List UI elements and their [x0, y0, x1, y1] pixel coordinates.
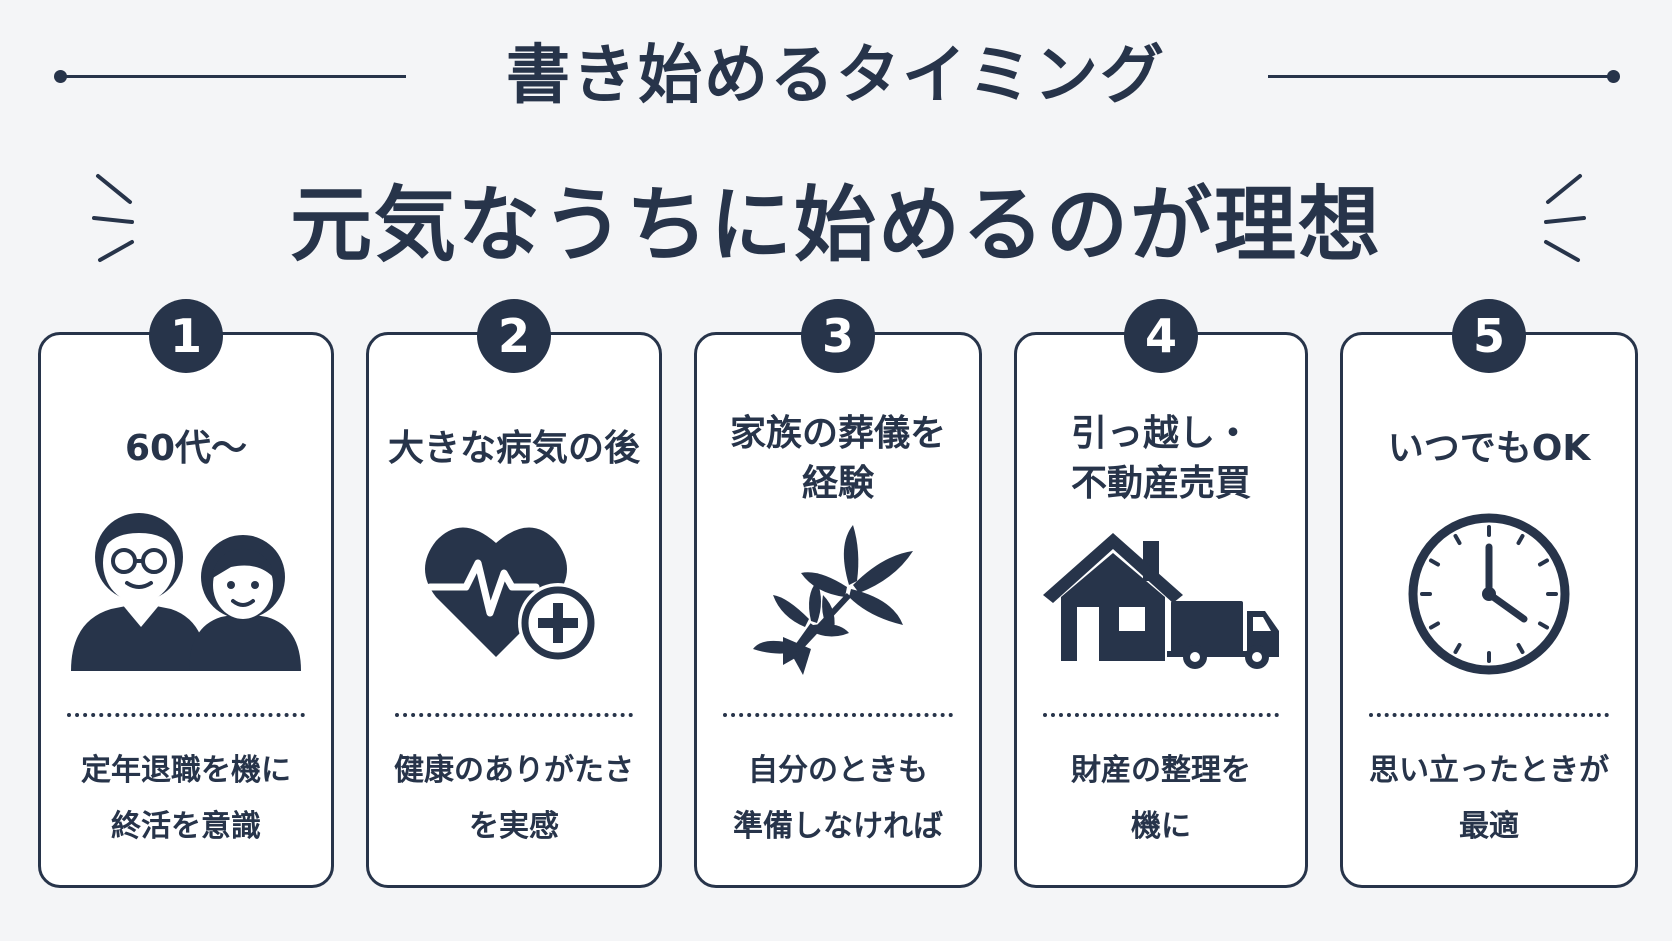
card-title: 60代〜 — [124, 428, 248, 469]
timing-card-5: 5 いつでもOK 思い立ったときが 最適 — [1340, 299, 1638, 888]
card-title: いつでもOK — [1387, 428, 1591, 469]
emphasis-lines-right-icon — [1544, 174, 1586, 262]
card-number-badge: 1 — [149, 299, 223, 373]
card-divider — [67, 713, 305, 717]
header-row: 書き始めるタイミング — [0, 28, 1672, 124]
heart-health-icon — [425, 527, 598, 663]
card-title: 大きな病気の後 — [387, 428, 640, 469]
elderly-couple-icon — [71, 513, 301, 671]
page-title: 書き始めるタイミング — [506, 39, 1166, 113]
card-divider — [723, 713, 953, 717]
card-number-badge: 5 — [1452, 299, 1526, 373]
card-divider — [1043, 713, 1279, 717]
header-rule-left — [54, 70, 406, 83]
page-subtitle: 元気なうちに始めるのが理想 — [289, 178, 1382, 273]
house-truck-icon — [1043, 533, 1279, 669]
timing-card-2: 2 大きな病気の後 健康のありがたさ を実感 — [366, 299, 662, 888]
card-description: 定年退職を機に 終活を意識 — [81, 753, 291, 844]
card-title: 引っ越し・ 不動産売買 — [1070, 413, 1251, 504]
clock-icon — [1408, 513, 1570, 675]
card-divider — [1369, 713, 1609, 717]
lily-flower-icon — [753, 525, 913, 675]
card-description: 自分のときも 準備しなければ — [733, 753, 943, 844]
timing-card-4: 4 引っ越し・ 不動産売買 財産の整理を 機に — [1014, 299, 1308, 888]
card-description: 思い立ったときが 最適 — [1369, 753, 1609, 844]
card-description: 健康のありがたさ を実感 — [394, 753, 634, 844]
emphasis-lines-left-icon — [92, 174, 134, 262]
timing-card-1: 1 60代〜 定年退職を機に 終活を意識 — [38, 299, 334, 888]
timing-card-3: 3 家族の葬儀を 経験 自分のときも 準備しなければ — [694, 299, 982, 888]
card-description: 財産の整理を 機に — [1071, 753, 1251, 844]
card-number-badge: 4 — [1124, 299, 1198, 373]
card-divider — [395, 713, 633, 717]
card-title: 家族の葬儀を 経験 — [729, 413, 946, 504]
card-number-badge: 2 — [477, 299, 551, 373]
header-rule-right — [1268, 70, 1620, 83]
card-number-badge: 3 — [801, 299, 875, 373]
